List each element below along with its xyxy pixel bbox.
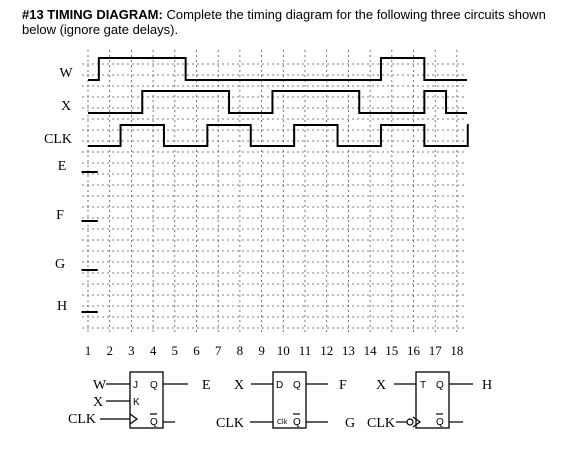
time-label: 12 xyxy=(320,343,333,358)
time-label: 6 xyxy=(193,343,200,358)
signal-label-clk: CLK xyxy=(44,132,72,147)
waveform-w xyxy=(88,57,467,81)
signal-label-x: X xyxy=(61,99,71,114)
signal-label-e: E xyxy=(58,159,67,174)
waveform-x xyxy=(88,90,467,114)
time-label: 16 xyxy=(407,343,421,358)
time-label: 9 xyxy=(258,343,265,358)
d-output-g: G xyxy=(345,416,355,431)
t-pin-q: Q xyxy=(436,380,444,391)
time-label: 1 xyxy=(85,343,92,358)
time-label: 3 xyxy=(128,343,135,358)
t-input-clk: CLK xyxy=(367,416,395,431)
jk-ff-box xyxy=(129,371,164,429)
problem-title: #13 TIMING DIAGRAM: Complete the timing … xyxy=(22,7,562,37)
signal-label-g: G xyxy=(55,257,65,272)
d-input-clk: CLK xyxy=(216,416,244,431)
waveforms xyxy=(81,57,469,313)
jk-input-w: W xyxy=(93,378,107,393)
signal-labels: W X CLK E F G H xyxy=(44,66,73,314)
t-flip-flop: X T CLK Q Q H xyxy=(367,371,492,431)
t-ff-box xyxy=(415,371,450,429)
inversion-bubble-icon xyxy=(406,418,414,426)
signal-label-w: W xyxy=(59,66,73,81)
signal-label-h: H xyxy=(57,299,67,314)
clock-triangle-icon xyxy=(412,416,422,428)
t-pin-t: T xyxy=(420,380,426,391)
time-label: 18 xyxy=(450,343,463,358)
d-pin-q: Q xyxy=(293,380,301,391)
problem-text: Complete the timing diagram for the foll… xyxy=(22,7,546,37)
time-label: 11 xyxy=(299,343,312,358)
time-label: 8 xyxy=(237,343,244,358)
d-flip-flop: X D CLK Clk Q Q F G xyxy=(216,371,355,431)
time-label: 4 xyxy=(150,343,157,358)
time-label: 13 xyxy=(342,343,355,358)
time-label: 5 xyxy=(172,343,179,358)
time-label: 2 xyxy=(106,343,113,358)
jk-flip-flop: W J X K CLK Q Q E xyxy=(68,371,211,429)
time-label: 10 xyxy=(277,343,290,358)
jk-pin-k: K xyxy=(133,397,140,408)
waveform-clk xyxy=(88,124,469,147)
t-input-x: X xyxy=(376,378,386,393)
jk-pin-q: Q xyxy=(150,380,158,391)
d-ff-box xyxy=(272,371,307,429)
jk-input-clk: CLK xyxy=(68,412,96,427)
t-pin-qbar: Q xyxy=(436,417,444,428)
problem-number: #13 TIMING DIAGRAM: xyxy=(22,7,163,22)
grid xyxy=(82,50,467,333)
d-pin-qbar: Q xyxy=(293,417,301,428)
time-label: 7 xyxy=(215,343,222,358)
signal-label-f: F xyxy=(56,208,64,223)
d-pin-d: D xyxy=(276,380,283,391)
time-label: 17 xyxy=(429,343,443,358)
clock-triangle-icon xyxy=(129,413,139,425)
jk-output-e: E xyxy=(202,378,211,393)
d-input-x: X xyxy=(234,378,244,393)
jk-input-x: X xyxy=(93,395,103,410)
time-label: 14 xyxy=(364,343,378,358)
d-output-f: F xyxy=(339,378,347,393)
d-pin-clk: Clk xyxy=(277,419,288,426)
jk-pin-j: J xyxy=(133,380,138,391)
time-label: 15 xyxy=(385,343,398,358)
jk-pin-qbar: Q xyxy=(150,417,158,428)
t-output-h: H xyxy=(482,378,492,393)
